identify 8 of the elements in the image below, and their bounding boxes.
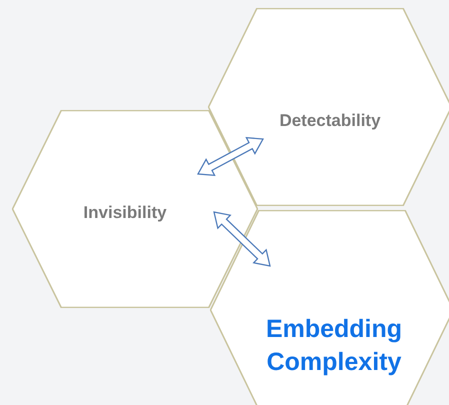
double-arrow [213, 211, 271, 267]
hexagon-label: Embedding Complexity [264, 314, 404, 378]
hexagon-shape [210, 210, 449, 405]
hexagon-label: Detectability [278, 110, 382, 132]
double-arrow [197, 137, 264, 176]
hexagon-shape [208, 8, 449, 206]
hexagon-label: Invisibility [82, 202, 168, 224]
hexagon-shape [12, 110, 258, 308]
